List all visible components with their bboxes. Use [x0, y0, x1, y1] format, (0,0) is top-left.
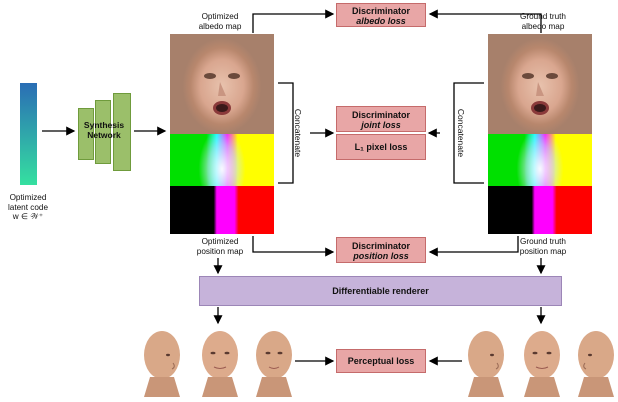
latent-label-line3: w ∈ 𝒲⁺: [12, 212, 44, 221]
opt-albedo-caption-line1: Optimized: [201, 12, 239, 21]
pixel-loss-label: L₁ pixel loss: [354, 142, 408, 152]
gt-position-caption-line2: position map: [519, 246, 567, 256]
opt-position-map: [170, 134, 274, 234]
face-texture-icon: [204, 73, 240, 115]
position-lower-region: [170, 186, 274, 234]
latent-label-line2: latent code: [7, 202, 49, 212]
arrow-gt-position-to-position-loss: [428, 236, 519, 257]
synthesis-network-label: Synthesis Network: [74, 120, 134, 140]
joint-loss-line2: joint loss: [361, 120, 401, 130]
arrow-opt-position-to-position-loss: [252, 236, 335, 257]
latent-code-bar: [20, 83, 37, 185]
pixel-loss-box: L₁ pixel loss: [336, 134, 426, 160]
differentiable-renderer: Differentiable renderer: [199, 276, 562, 306]
gt-position-caption: Ground truth position map: [508, 237, 578, 256]
albedo-loss-line2: albedo loss: [356, 16, 406, 26]
face-render-icon: [144, 331, 180, 397]
synthesis-layer-1: [78, 108, 94, 160]
opt-rendered-faces: [144, 331, 292, 397]
opt-albedo-caption-line2: albedo map: [198, 21, 242, 31]
joint-loss-box: Discriminator joint loss: [336, 106, 426, 132]
position-loss-line1: Discriminator: [351, 241, 411, 251]
opt-position-caption-line2: position map: [196, 246, 244, 256]
concatenate-right-label: Concatenate: [456, 108, 466, 158]
position-lower-region: [488, 186, 592, 234]
opt-albedo-caption: Optimized albedo map: [185, 12, 255, 31]
face-render-icon: [202, 331, 238, 397]
bracket-right-concatenate: [453, 82, 484, 184]
arrow-opt-albedo-to-albedo-loss: [252, 9, 335, 33]
face-render-icon: [524, 331, 560, 397]
face-render-icon: [256, 331, 292, 397]
bracket-left-concatenate: [278, 82, 294, 184]
gt-rendered-faces: [468, 331, 614, 397]
albedo-loss-box: Discriminator albedo loss: [336, 3, 426, 27]
face-render-icon: [578, 331, 614, 397]
concatenate-left-label: Concatenate: [293, 108, 303, 158]
position-loss-box: Discriminator position loss: [336, 237, 426, 263]
synthesis-layer-3: [113, 93, 131, 171]
position-loss-line2: position loss: [353, 251, 409, 261]
gt-position-caption-line1: Ground truth: [520, 237, 566, 246]
gt-albedo-map: [488, 34, 592, 134]
synthesis-layer-2: [95, 100, 111, 164]
gt-albedo-caption-line1: Ground truth: [520, 12, 566, 21]
albedo-loss-line1: Discriminator: [351, 6, 411, 16]
opt-position-caption: Optimized position map: [185, 237, 255, 256]
latent-code-label: Optimized latent code w ∈ 𝒲⁺: [0, 193, 56, 222]
opt-albedo-map: [170, 34, 274, 134]
latent-label-line1: Optimized: [9, 193, 47, 202]
perceptual-loss-label: Perceptual loss: [347, 356, 415, 366]
gt-position-map: [488, 134, 592, 234]
arrow-gt-albedo-to-albedo-loss: [428, 9, 542, 33]
face-render-icon: [468, 331, 504, 397]
perceptual-loss-box: Perceptual loss: [336, 349, 426, 373]
face-texture-icon: [522, 73, 558, 115]
synthesis-label-line2: Network: [87, 129, 121, 140]
opt-position-caption-line1: Optimized: [201, 237, 239, 246]
synthesis-label-line1: Synthesis: [83, 120, 125, 130]
joint-loss-line1: Discriminator: [351, 110, 411, 120]
gt-albedo-caption-line2: albedo map: [521, 21, 565, 31]
gt-albedo-caption: Ground truth albedo map: [508, 12, 578, 31]
